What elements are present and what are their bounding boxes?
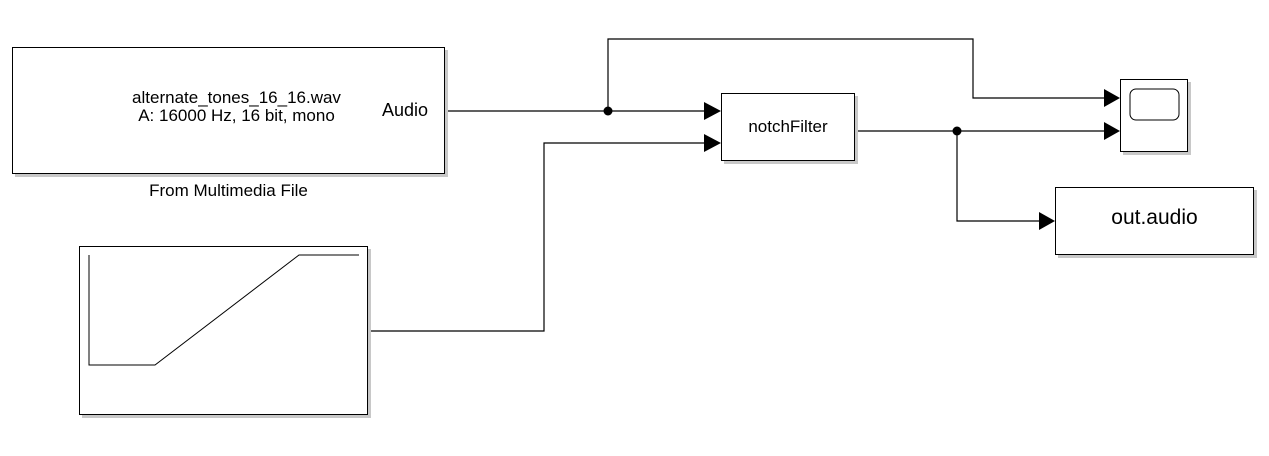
arrow-scope-in1 xyxy=(1104,89,1120,107)
signal-audio-to-scope xyxy=(607,38,1104,111)
branch-point-audio xyxy=(603,106,613,116)
arrow-notch-in1 xyxy=(704,102,721,120)
notch-filter-block[interactable] xyxy=(721,93,855,161)
arrow-scope-in2 xyxy=(1104,122,1120,140)
multimedia-output-port-label: Audio xyxy=(382,100,429,120)
multimedia-format-info: A: 16000 Hz, 16 bit, mono xyxy=(138,106,335,125)
scope-screen-icon xyxy=(1129,88,1180,121)
output-block-label: out.audio xyxy=(1111,206,1198,229)
from-multimedia-file-block[interactable] xyxy=(12,47,445,174)
ramp-waveform-icon xyxy=(88,254,359,366)
branch-point-filtered xyxy=(952,126,962,136)
multimedia-block-caption: From Multimedia File xyxy=(149,181,308,200)
arrow-notch-in2 xyxy=(704,134,721,152)
multimedia-filename: alternate_tones_16_16.wav xyxy=(132,88,341,107)
signal-ramp-to-notch xyxy=(368,142,704,332)
scope-block[interactable] xyxy=(1120,79,1188,152)
arrow-out-in xyxy=(1039,212,1055,230)
signal-notch-to-out xyxy=(956,131,1039,222)
ramp-source-block[interactable] xyxy=(79,246,368,415)
notch-filter-label: notchFilter xyxy=(748,117,828,136)
output-workspace-block[interactable] xyxy=(1055,187,1254,255)
